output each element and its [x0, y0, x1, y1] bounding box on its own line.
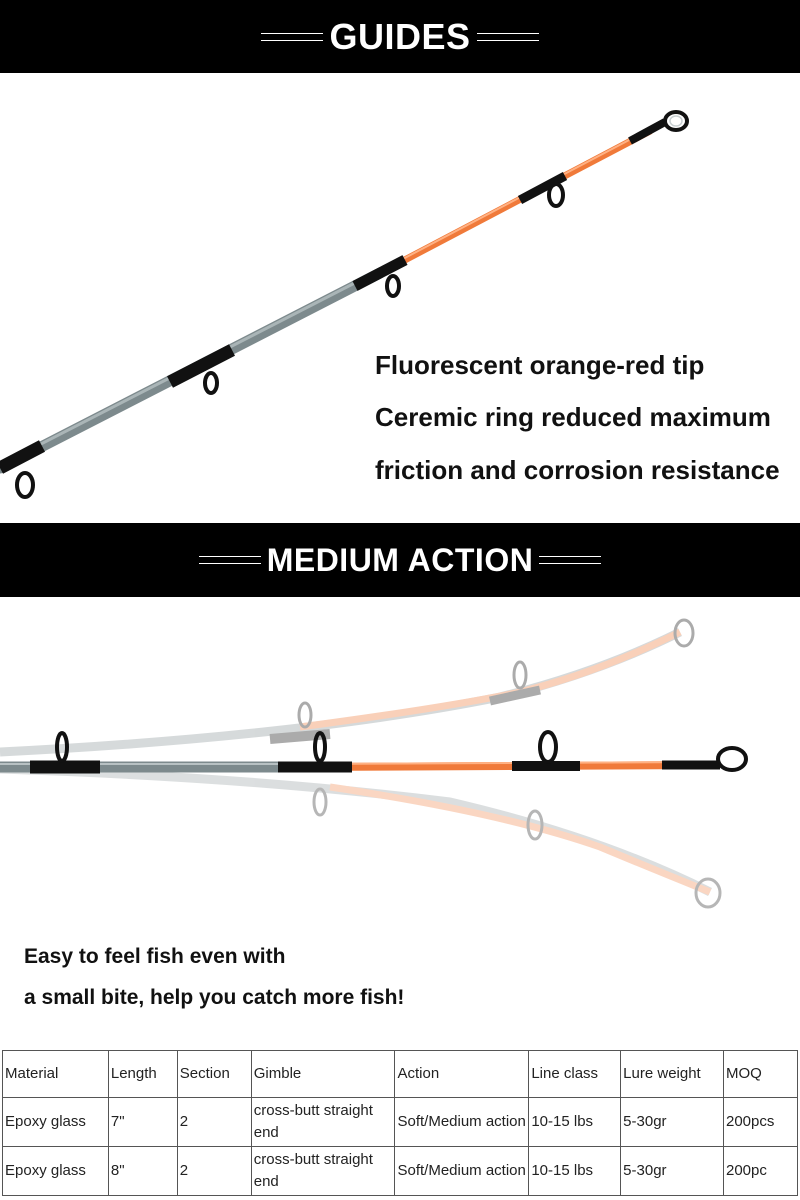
- table-cell: 200pcs: [723, 1097, 798, 1147]
- table-cell: Soft/Medium action: [394, 1146, 530, 1196]
- table-cell: 2: [176, 1146, 252, 1196]
- table-header-cell: Material: [2, 1050, 109, 1098]
- table-cell: 2: [176, 1097, 252, 1147]
- banner-left-rule: [198, 556, 261, 564]
- table-header-cell: Lure weight: [620, 1050, 724, 1098]
- table-cell: 10-15 lbs: [528, 1146, 622, 1196]
- banner-left-rule: [261, 32, 324, 41]
- medium-action-title: MEDIUM ACTION: [266, 541, 534, 578]
- feature-line: Fluorescent orange-red tip: [375, 350, 705, 380]
- guides-banner: GUIDES: [0, 0, 800, 73]
- feature-line: Ceremic ring reduced maximum: [375, 402, 771, 432]
- rod-guides-image: [0, 110, 689, 499]
- guides-title: GUIDES: [329, 15, 471, 57]
- table-header-row: Material Length Section Gimble Action Li…: [2, 1050, 798, 1098]
- table-cell: Epoxy glass: [2, 1146, 109, 1196]
- table-header-cell: Length: [107, 1050, 178, 1098]
- table-header-cell: Gimble: [250, 1050, 396, 1098]
- table-header-cell: Action: [394, 1050, 530, 1098]
- table-cell: 5-30gr: [620, 1097, 724, 1147]
- table-cell: 200pc: [723, 1146, 798, 1196]
- table-cell: Epoxy glass: [2, 1097, 109, 1147]
- table-cell: 10-15 lbs: [528, 1097, 622, 1147]
- caption-line: a small bite, help you catch more fish!: [24, 986, 405, 1009]
- table-cell: cross-butt straight end: [250, 1097, 396, 1147]
- spec-table: Material Length Section Gimble Action Li…: [2, 1050, 798, 1196]
- table-row: Epoxy glass 7" 2 cross-butt straight end…: [2, 1097, 798, 1147]
- table-header-cell: MOQ: [723, 1050, 798, 1098]
- caption-line: Easy to feel fish even with: [24, 945, 286, 968]
- table-header-cell: Section: [176, 1050, 252, 1098]
- banner-right-rule: [539, 556, 602, 564]
- medium-action-banner: MEDIUM ACTION: [0, 523, 800, 597]
- rod-action-image: [0, 618, 748, 909]
- feature-line: friction and corrosion resistance: [375, 455, 780, 485]
- table-cell: 5-30gr: [620, 1146, 724, 1196]
- table-cell: 7": [107, 1097, 178, 1147]
- banner-right-rule: [476, 32, 539, 41]
- table-row: Epoxy glass 8" 2 cross-butt straight end…: [2, 1146, 798, 1196]
- table-header-cell: Line class: [528, 1050, 622, 1098]
- table-cell: 8": [107, 1146, 178, 1196]
- table-cell: cross-butt straight end: [250, 1146, 396, 1196]
- table-cell: Soft/Medium action: [394, 1097, 530, 1147]
